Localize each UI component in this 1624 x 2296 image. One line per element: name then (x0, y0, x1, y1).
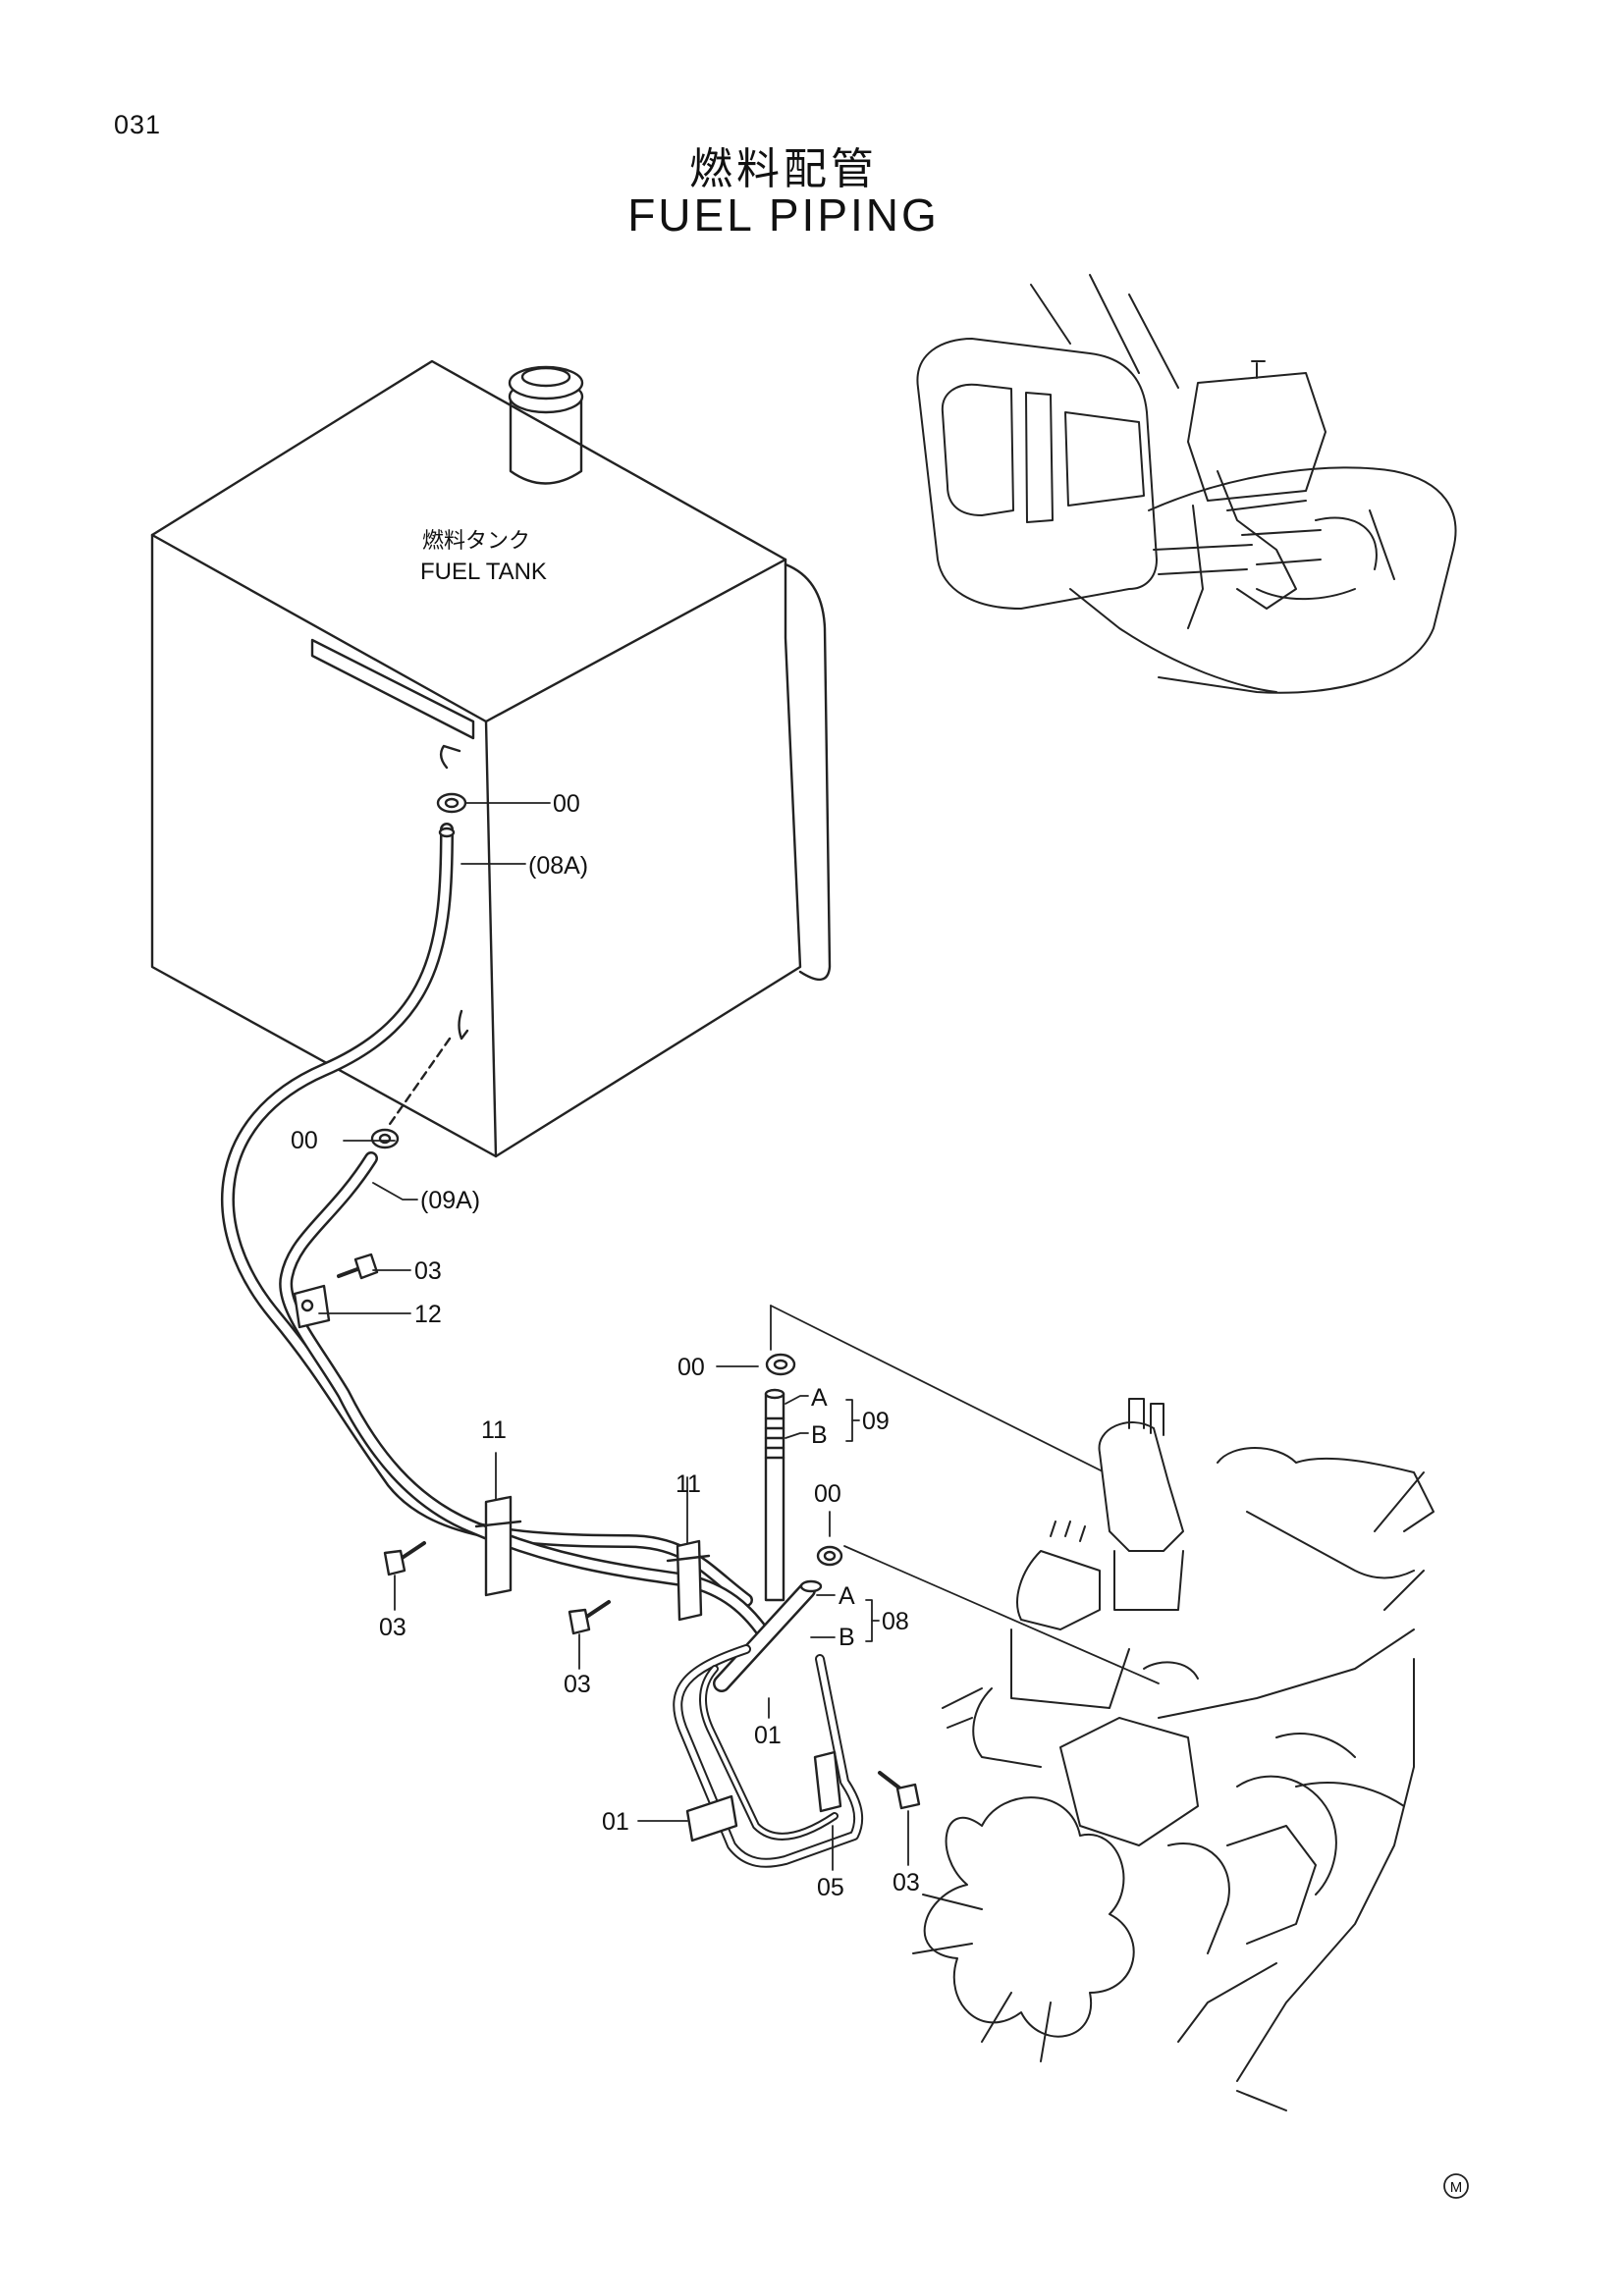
fuel-pipe-loop (673, 1644, 864, 1868)
machine-overview-drawing (916, 274, 1457, 694)
callout-03-left: 03 (379, 1614, 406, 1641)
callout-08: 08 (882, 1608, 909, 1635)
callout-03-top: 03 (414, 1257, 442, 1285)
hose-clamp-00-lower (816, 1545, 843, 1567)
callout-00-hose-08: 00 (814, 1480, 841, 1508)
callout-a-08: A (839, 1582, 855, 1610)
tank-return-fitting (370, 1009, 469, 1149)
bolt-03-middle (568, 1600, 611, 1635)
callout-08a: (08A) (528, 852, 588, 880)
fuel-tank-drawing (150, 359, 832, 1158)
fuel-hose-08 (713, 1579, 823, 1692)
callout-11-right: 11 (676, 1470, 701, 1498)
bolt-03-top (337, 1253, 379, 1280)
callout-00-hose-09: 00 (677, 1354, 705, 1381)
callout-09: 09 (862, 1408, 890, 1435)
fuel-hose-08a (220, 823, 753, 1607)
callout-b-09: B (811, 1421, 828, 1449)
callout-01-lower: 01 (602, 1808, 629, 1836)
fuel-tank-label-japanese: 燃料タンク (422, 528, 530, 553)
callout-09a: (09A) (420, 1187, 480, 1214)
callout-05: 05 (817, 1874, 844, 1901)
callout-00-tank-outlet: 00 (553, 790, 580, 818)
fuel-tank-label: FUEL TANK (420, 559, 547, 585)
callout-01-upper: 01 (754, 1722, 782, 1749)
bolt-03-right (878, 1771, 921, 1810)
corner-circle-mark (1443, 2173, 1469, 2199)
bracket-09 (845, 1399, 860, 1442)
callout-b-08: B (839, 1624, 855, 1651)
callout-03-middle: 03 (564, 1671, 591, 1698)
callout-a-09: A (811, 1384, 828, 1412)
engine-drawing (912, 1398, 1435, 2111)
leader-lines (318, 802, 1160, 1871)
page-title-japanese: 燃料配管 (689, 144, 878, 194)
fuel-hose-09 (764, 1388, 785, 1602)
callout-11-left: 11 (481, 1416, 507, 1444)
callout-labels: 00 (08A) 00 (09A) 03 12 11 11 03 03 00 A… (291, 790, 920, 1901)
clip-12 (293, 1284, 331, 1329)
page-title: FUEL PIPING (627, 189, 940, 240)
bolt-03-left (383, 1541, 426, 1576)
clamp-11-right (666, 1539, 711, 1622)
callout-03-right: 03 (893, 1869, 920, 1896)
callout-00-tank-return: 00 (291, 1127, 318, 1154)
page-number: 031 (114, 110, 162, 139)
corner-mark: M (1450, 2179, 1463, 2196)
bracket-08 (865, 1599, 880, 1642)
clamp-11-left (474, 1495, 522, 1597)
hose-clamp-00-upper (765, 1353, 796, 1376)
callout-12: 12 (414, 1301, 442, 1328)
